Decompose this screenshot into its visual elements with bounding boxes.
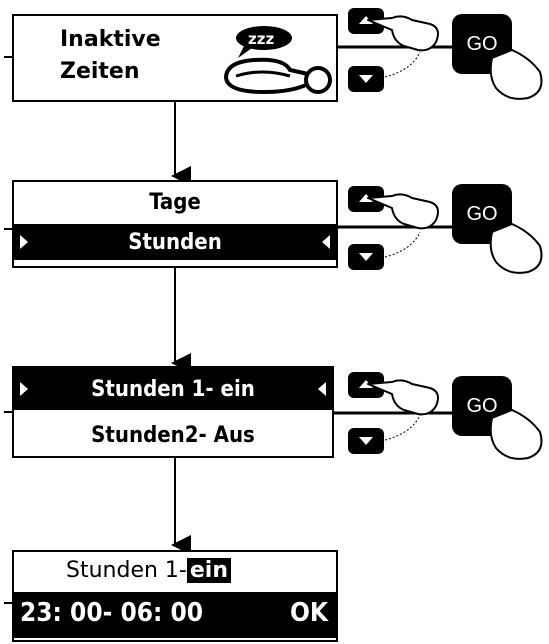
- go-label: GO: [466, 394, 498, 417]
- edit-title-badge: ein: [186, 558, 231, 583]
- pointing-hand-icon: [489, 223, 543, 274]
- down-key-icon[interactable]: [348, 244, 384, 270]
- pointing-hand-icon: [367, 379, 439, 416]
- pointing-hand-icon: [367, 193, 439, 230]
- screen1-line2: Zeiten: [60, 59, 140, 84]
- menu-item-label: Stunden2- Aus: [91, 422, 255, 448]
- screen1-line1: Inaktive: [60, 27, 161, 52]
- menu-item-tage[interactable]: Tage: [14, 184, 336, 220]
- selection-left-arrow-icon: [20, 382, 28, 396]
- time-range-row: 23: 00- 06: 00 OK: [14, 592, 336, 638]
- menu-item-stunden2[interactable]: Stunden2- Aus: [14, 414, 332, 456]
- edit-title: Stunden 1-ein: [66, 558, 231, 583]
- screen-days-hours-menu: Tage Stunden: [12, 180, 338, 268]
- zzz-text: zzz: [248, 30, 274, 48]
- ok-label[interactable]: OK: [289, 598, 328, 628]
- time-range-value[interactable]: 23: 00- 06: 00: [20, 598, 204, 628]
- go-label: GO: [466, 32, 498, 55]
- edit-title-prefix: Stunden 1-: [66, 558, 187, 583]
- down-key-icon[interactable]: [348, 428, 384, 454]
- menu-item-stunden[interactable]: Stunden: [14, 224, 336, 260]
- selection-right-arrow-icon: [318, 382, 326, 396]
- pointing-hand-icon: [367, 15, 439, 52]
- pointing-hand-icon: [489, 409, 543, 460]
- sleeping-icon: zzz: [224, 26, 332, 95]
- screen-inactive-times: Inaktive Zeiten zzz: [12, 14, 338, 102]
- screen-hours-list: Stunden 1- ein Stunden2- Aus: [12, 366, 334, 458]
- menu-item-label: Stunden 1- ein: [91, 376, 255, 402]
- selection-right-arrow-icon: [322, 235, 330, 249]
- selection-left-arrow-icon: [20, 235, 28, 249]
- down-key-icon[interactable]: [348, 66, 384, 92]
- menu-item-label: Tage: [149, 189, 201, 215]
- menu-item-label: Stunden: [128, 229, 222, 255]
- menu-item-stunden1[interactable]: Stunden 1- ein: [14, 368, 332, 410]
- screen-hours-edit: Stunden 1-ein 23: 00- 06: 00 OK: [12, 550, 338, 642]
- pointing-hand-icon: [489, 49, 543, 100]
- go-label: GO: [466, 202, 498, 225]
